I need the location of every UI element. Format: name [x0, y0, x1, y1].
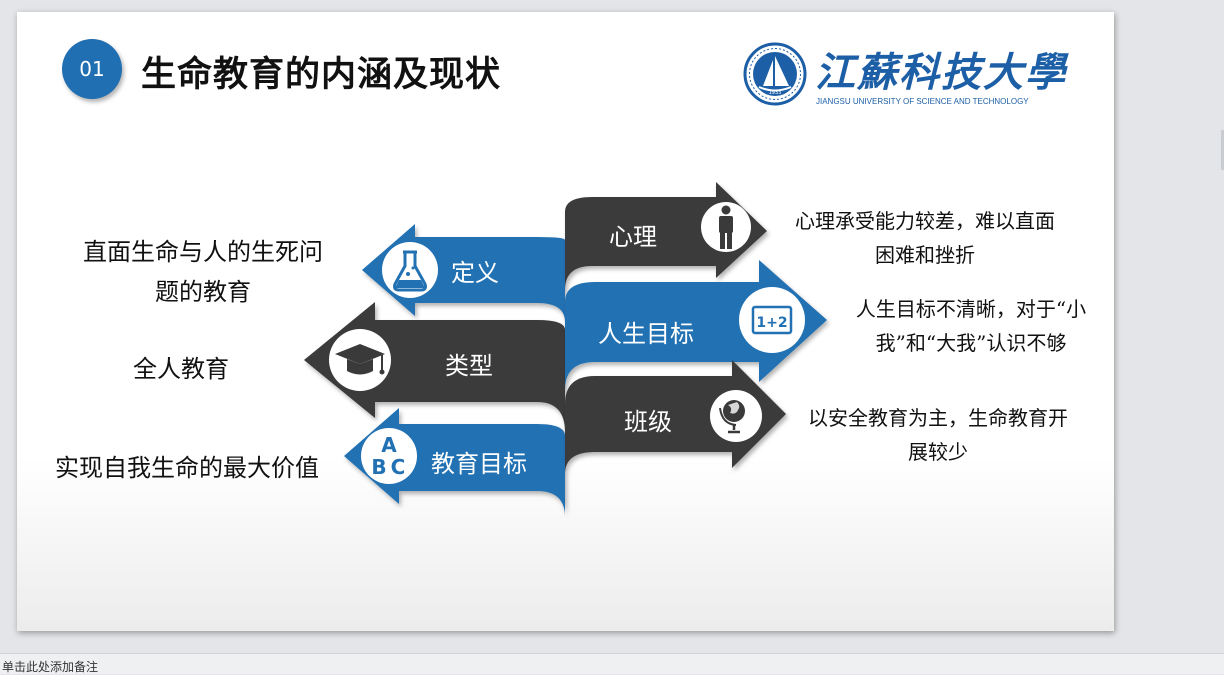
- label-education-goal: 教育目标: [431, 450, 527, 478]
- globe-icon: [710, 390, 762, 442]
- person-icon: [701, 202, 751, 252]
- description-psychology: 心理承受能力较差，难以直面困难和挫折: [795, 209, 1055, 267]
- notes-placeholder[interactable]: 单击此处添加备注: [2, 660, 99, 674]
- section-number-badge: 01: [62, 39, 122, 99]
- description-type: 全人教育: [133, 355, 229, 383]
- logo-year: 1933: [769, 90, 782, 96]
- svg-text:A: A: [381, 433, 397, 457]
- description-life-goal: 人生目标不清晰，对于“小我”和“大我”认识不够: [855, 297, 1087, 355]
- university-seal-icon: 1933: [743, 42, 807, 106]
- description-education-goal: 实现自我生命的最大价值: [55, 454, 319, 482]
- arrow-diagram: A B C 1+2: [304, 182, 827, 517]
- graduation-cap-icon: [329, 329, 391, 391]
- right-arrow-class: [565, 360, 786, 474]
- description-definition: 直面生命与人的生死问题的教育: [83, 238, 323, 306]
- abc-icon: A B C: [361, 428, 417, 484]
- slide-canvas[interactable]: 01 生命教育的内涵及现状 1933 江蘇科技大學 JIANGSU UNIVER…: [17, 12, 1114, 631]
- description-class: 以安全教育为主，生命教育开展较少: [808, 406, 1068, 464]
- label-psychology: 心理: [609, 223, 657, 251]
- label-definition: 定义: [451, 259, 499, 287]
- board-text: 1+2: [756, 315, 787, 331]
- logo-name-cn: 江蘇科技大學: [815, 49, 1067, 96]
- slide-title: 生命教育的内涵及现状: [141, 55, 502, 95]
- logo-name-en: JIANGSU UNIVERSITY OF SCIENCE AND TECHNO…: [816, 97, 1029, 106]
- label-life-goal: 人生目标: [598, 320, 694, 348]
- university-logo: 1933 江蘇科技大學 JIANGSU UNIVERSITY OF SCIENC…: [743, 42, 1065, 112]
- section-number: 01: [79, 57, 105, 81]
- flask-icon: [382, 242, 438, 298]
- math-board-icon: 1+2: [739, 287, 805, 353]
- svg-text:C: C: [391, 455, 406, 479]
- label-class: 班级: [624, 408, 672, 436]
- svg-text:B: B: [371, 455, 386, 479]
- label-type: 类型: [445, 352, 493, 380]
- scrollbar[interactable]: [1221, 130, 1224, 170]
- notes-pane[interactable]: 单击此处添加备注: [0, 653, 1224, 674]
